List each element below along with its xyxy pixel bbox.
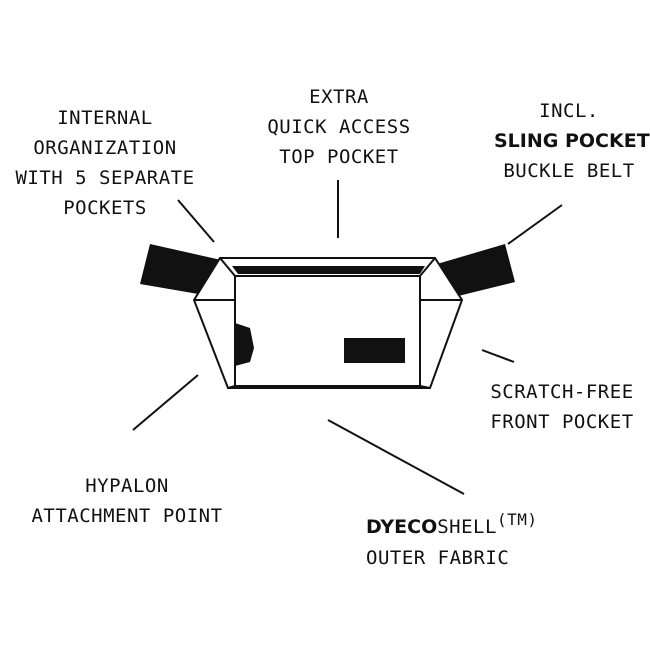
right-side-fold-bottom xyxy=(419,385,431,389)
label-sling-line3: BUCKLE BELT xyxy=(503,160,635,182)
label-internal-line3: WITH 5 SEPARATE xyxy=(15,167,195,189)
label-fabric-bold: DYECO xyxy=(366,516,438,538)
label-sling-line1: INCL. xyxy=(539,100,599,122)
top-pocket-zipper xyxy=(232,266,425,274)
label-hypalon: HYPALON ATTACHMENT POINT xyxy=(12,471,242,531)
label-front-pocket-line2: FRONT POCKET xyxy=(490,411,634,433)
label-top-pocket-line3: TOP POCKET xyxy=(279,146,399,168)
label-outer-fabric: DYECOSHELL(TM) OUTER FABRIC xyxy=(366,510,576,573)
label-fabric-tm: (TM) xyxy=(496,510,538,529)
label-front-pocket-line1: SCRATCH-FREE xyxy=(490,381,634,403)
label-sling-bold: SLING POCKET xyxy=(494,130,650,152)
label-top-pocket-line1: EXTRA xyxy=(309,86,369,108)
right-side-fold xyxy=(419,257,436,277)
label-internal-line1: INTERNAL xyxy=(57,107,153,129)
left-side-fold-bottom xyxy=(227,385,236,389)
leader-line-front-pocket xyxy=(481,349,515,363)
left-side-fold xyxy=(219,257,236,277)
label-internal-line2: ORGANIZATION xyxy=(33,137,177,159)
label-fabric-rest: SHELL xyxy=(437,516,497,538)
label-internal-organization: INTERNAL ORGANIZATION WITH 5 SEPARATE PO… xyxy=(0,103,210,223)
label-sling-pocket: INCL. SLING POCKET BUCKLE BELT xyxy=(494,96,650,186)
leader-line-sling xyxy=(507,204,563,245)
label-top-pocket: EXTRA QUICK ACCESS TOP POCKET xyxy=(240,82,438,172)
right-belt-strap xyxy=(437,244,515,298)
label-internal-line4: POCKETS xyxy=(63,197,147,219)
hypalon-attachment-tab xyxy=(235,323,254,366)
label-front-pocket: SCRATCH-FREE FRONT POCKET xyxy=(478,377,646,437)
label-hypalon-line2: ATTACHMENT POINT xyxy=(31,505,223,527)
leader-line-internal xyxy=(177,199,215,243)
front-pocket-patch xyxy=(344,338,405,363)
label-top-pocket-line2: QUICK ACCESS xyxy=(267,116,411,138)
label-fabric-line1: DYECOSHELL(TM) xyxy=(366,510,576,543)
label-hypalon-line1: HYPALON xyxy=(85,475,169,497)
label-fabric-line2: OUTER FABRIC xyxy=(366,547,510,569)
leader-line-hypalon xyxy=(132,374,199,431)
leader-line-fabric xyxy=(327,419,465,495)
